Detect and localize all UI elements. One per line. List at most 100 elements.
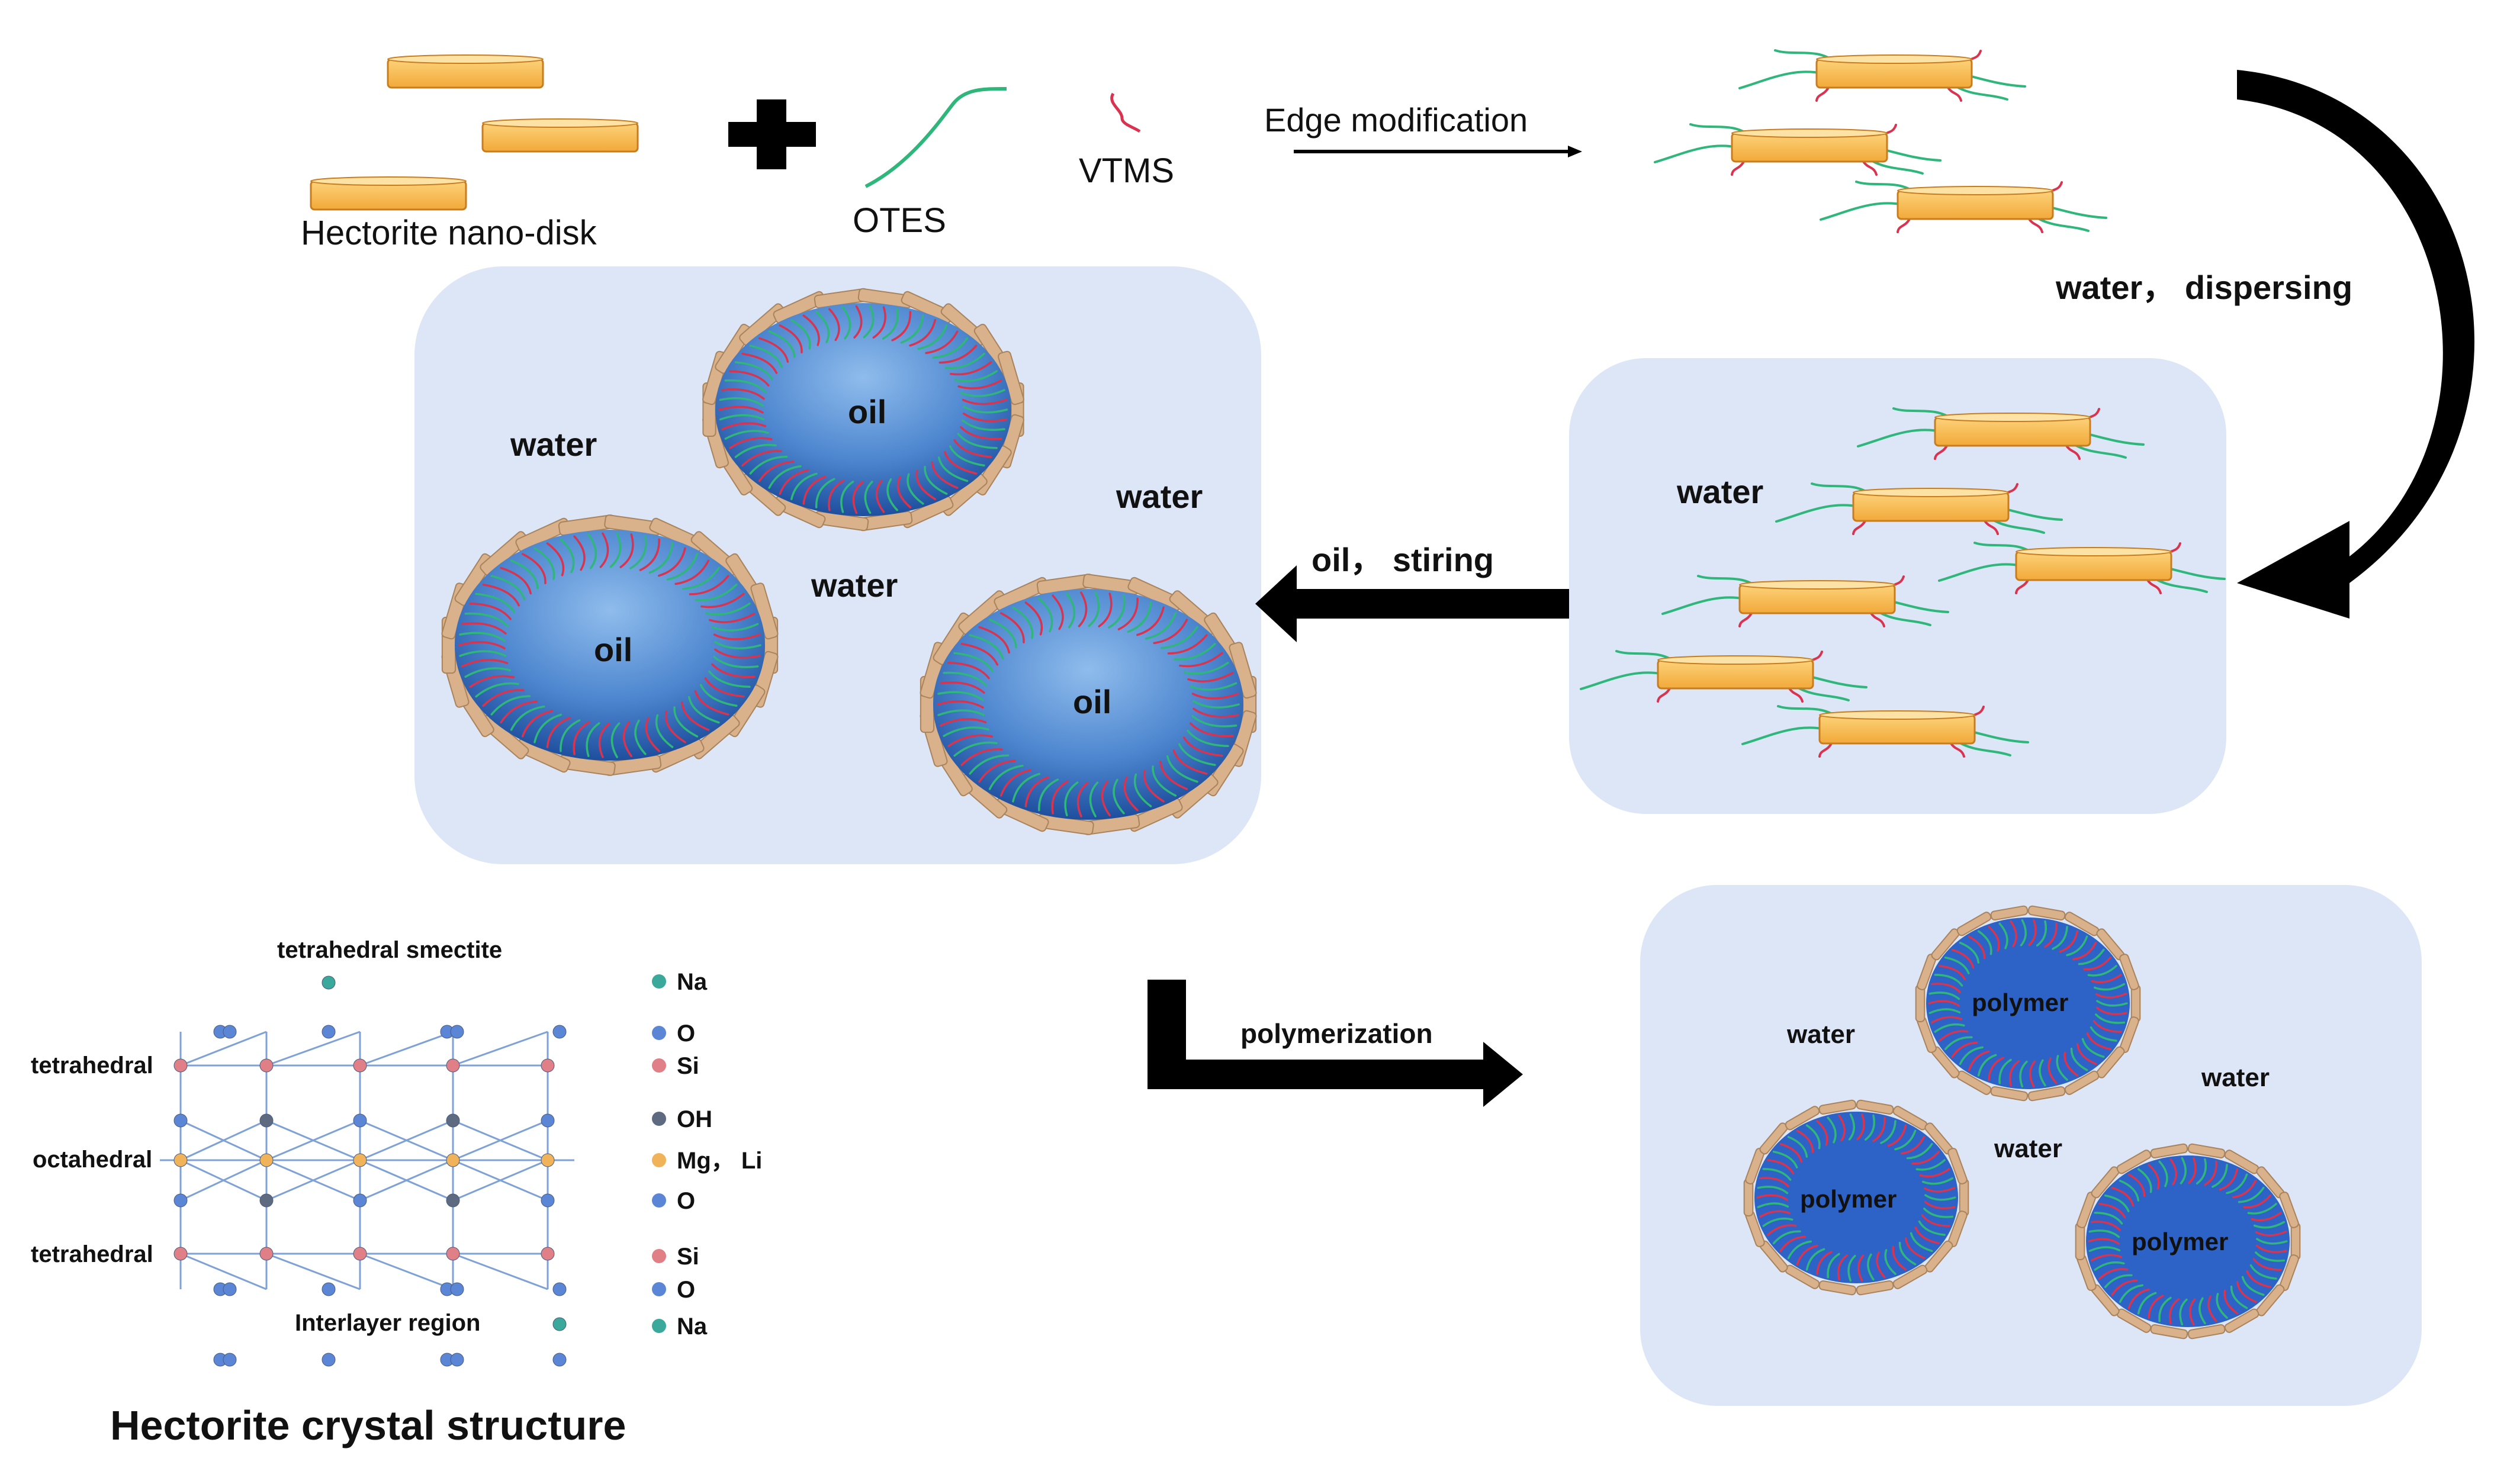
o-atom xyxy=(223,1025,237,1039)
otes-chain xyxy=(1654,144,1739,163)
shell-chain xyxy=(1867,1253,1875,1281)
crystal-lattice xyxy=(160,976,574,1367)
shell-chain xyxy=(962,398,1008,405)
dispersion-box xyxy=(1569,358,2226,814)
shell-chain xyxy=(1939,965,1966,981)
shell-chain xyxy=(2036,920,2047,947)
shell-chain xyxy=(729,370,770,387)
shell-chain xyxy=(749,455,788,475)
na-atom xyxy=(552,1317,567,1331)
shell-chain xyxy=(938,345,978,364)
shell-chain xyxy=(1127,601,1152,633)
vtms-chain xyxy=(1862,160,1878,176)
bond xyxy=(266,1119,361,1161)
shell-chain xyxy=(1856,1113,1865,1141)
shell-chain xyxy=(2081,1038,2105,1058)
shell-chain xyxy=(1930,983,1961,993)
modified-disks xyxy=(1654,49,2107,233)
polymer-water-label-3: water xyxy=(1994,1134,2062,1163)
shell-chain xyxy=(925,330,959,355)
legend-item: O xyxy=(652,1277,695,1303)
shell-chain xyxy=(741,352,778,374)
edge-modification-label: Edge modification xyxy=(1264,101,1528,139)
hectorite-disk xyxy=(310,176,467,211)
shell-chain xyxy=(840,481,854,513)
shell-plate xyxy=(2027,1086,2066,1102)
shell-chain xyxy=(2047,1057,2058,1084)
shell-chain xyxy=(1182,736,1223,757)
shell-chain xyxy=(705,602,751,616)
shell-chain xyxy=(2098,1268,2129,1280)
shell-chain xyxy=(1012,606,1034,639)
shell-chain xyxy=(2059,930,2079,953)
shell-chain xyxy=(1191,715,1238,727)
dispersed-disk-group xyxy=(1775,482,2063,535)
vtms-chain xyxy=(1950,742,1965,758)
shell-chain xyxy=(978,626,1010,654)
shell-chain xyxy=(2088,1238,2120,1245)
si-atom xyxy=(353,1058,367,1073)
shell-chain xyxy=(2083,956,2112,971)
shell-chain xyxy=(2078,948,2105,965)
shell-chain xyxy=(1884,1249,1897,1275)
shell-chain xyxy=(2232,1179,2257,1199)
bond xyxy=(359,1031,454,1067)
shell-chain xyxy=(1183,661,1229,675)
shell-chain xyxy=(1052,594,1064,630)
shell-chain xyxy=(2044,922,2058,948)
disk-top xyxy=(1934,413,2091,422)
shell-chain xyxy=(2029,1060,2036,1088)
shell-chain xyxy=(490,575,526,601)
shell-chain xyxy=(1906,1142,1933,1160)
shell-chain xyxy=(949,445,985,467)
dispersed-disk-group xyxy=(1741,705,2029,758)
shell-chain xyxy=(828,479,845,511)
legend-item: Na xyxy=(652,1314,708,1340)
shell-chain xyxy=(1051,780,1069,815)
vtms-chain xyxy=(1984,520,1999,535)
shell-chain xyxy=(2219,1168,2239,1191)
shell-chain xyxy=(2008,1060,2020,1087)
shell-chain xyxy=(909,319,936,347)
shell-chain xyxy=(1894,1129,1917,1151)
shell-chain xyxy=(1910,1232,1933,1253)
shell-chain xyxy=(1145,612,1177,640)
oil-label-3: oil xyxy=(1073,683,1111,720)
otes-chain xyxy=(1857,429,1942,448)
shell-chain xyxy=(689,575,729,595)
shell-plate xyxy=(2119,954,2139,990)
legend-label: Si xyxy=(677,1053,699,1079)
shell-chain xyxy=(758,337,789,363)
shell-chain xyxy=(872,306,886,339)
otes-chain xyxy=(1741,726,1827,745)
shell-chain xyxy=(802,475,827,505)
shell-chain xyxy=(758,461,795,482)
shell-chain xyxy=(475,682,519,698)
shell-chain xyxy=(943,671,987,687)
shell-chain xyxy=(779,469,809,495)
shell-chain xyxy=(1187,671,1234,683)
shell-chain xyxy=(2249,1264,2277,1280)
modified-disk xyxy=(1852,488,2010,522)
shell-chain xyxy=(1968,935,1986,960)
bond xyxy=(452,1119,548,1161)
shell-chain xyxy=(891,311,912,342)
shell-chain xyxy=(469,675,515,688)
polymer-particle xyxy=(2075,1143,2301,1340)
shell-chain xyxy=(2119,1284,2143,1303)
shell-chain xyxy=(560,538,575,574)
shell-chain xyxy=(1998,922,2008,949)
shell-chain xyxy=(749,345,783,368)
legend-swatch xyxy=(652,974,666,989)
shell-chain xyxy=(939,681,985,694)
shell-chain xyxy=(2238,1186,2265,1203)
shell-chain xyxy=(1166,755,1198,783)
shell-chain xyxy=(1914,1226,1940,1245)
legend-swatch xyxy=(652,1249,666,1263)
disk-top xyxy=(1897,186,2053,195)
shell-chain xyxy=(711,663,756,678)
shell-chain xyxy=(943,451,978,475)
shell-chain xyxy=(741,450,782,467)
disk-top xyxy=(482,118,638,128)
shell-chain xyxy=(896,476,912,508)
